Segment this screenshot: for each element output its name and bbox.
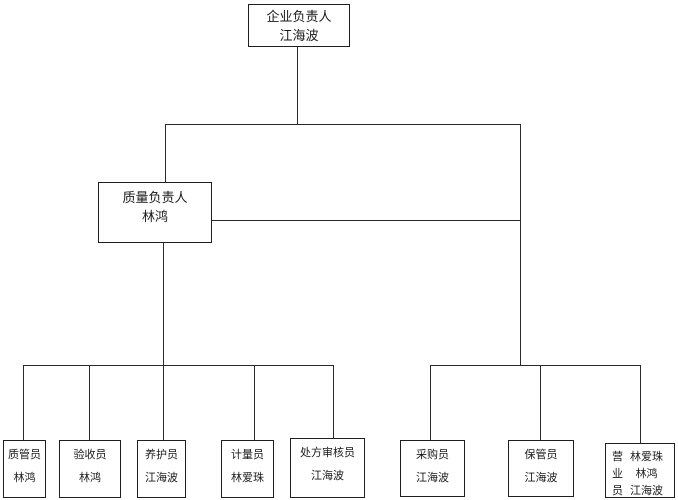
node-person: 江海波: [630, 484, 663, 497]
connector-drop-maintenance: [163, 365, 164, 440]
node-person: 林鸿: [635, 467, 658, 480]
connector-mid-hbar: [212, 220, 520, 221]
node-person: 林爱珠: [630, 450, 663, 463]
node-person: 林爱珠: [231, 472, 264, 484]
node-title: 质量负责人: [122, 190, 188, 205]
node-title: 计量员: [231, 449, 264, 461]
connector-drop-storekeeper: [540, 365, 541, 440]
node-storekeeper: 保管员 江海波: [508, 440, 574, 497]
connector-to-quality-manager: [165, 124, 166, 182]
node-measurement: 计量员 林爱珠: [221, 440, 274, 498]
node-person: 林鸿: [79, 472, 101, 484]
sales-row: 业 林鸿: [612, 464, 670, 481]
node-title-char: 营: [612, 450, 623, 463]
node-title: 保管员: [524, 449, 558, 461]
node-quality-admin: 质管员 林鸿: [3, 440, 46, 498]
connector-drop-quality-admin: [23, 365, 24, 440]
node-title: 养护员: [145, 449, 178, 461]
connector-drop-sales: [640, 365, 641, 443]
connector-right-stem: [520, 124, 521, 366]
node-title: 采购员: [416, 449, 449, 461]
node-title: 企业负责人: [266, 8, 332, 24]
node-title-char: 业: [612, 467, 623, 480]
node-prescription-review: 处方审核员 江海波: [290, 438, 365, 498]
node-person: 江海波: [416, 472, 449, 484]
connector-drop-prescription-review: [333, 365, 334, 438]
connector-drop-acceptance: [89, 365, 90, 440]
node-title: 验收员: [73, 449, 107, 461]
node-person: 江海波: [145, 472, 178, 484]
sales-row: 员 江海波: [612, 481, 670, 498]
connector-drop-purchasing: [430, 365, 431, 440]
node-person: 林鸿: [13, 472, 36, 484]
node-person: 林鸿: [141, 209, 168, 224]
connector-root-stem: [297, 47, 298, 124]
connector-quality-manager-stem: [163, 243, 164, 365]
node-purchasing: 采购员 江海波: [400, 440, 465, 497]
node-title: 处方审核员: [300, 447, 355, 459]
node-person: 江海波: [279, 27, 319, 43]
sales-row: 营 林爱珠: [612, 447, 670, 464]
node-quality-manager: 质量负责人 林鸿: [98, 182, 212, 243]
node-title: 质管员: [8, 449, 41, 461]
node-enterprise-head: 企业负责人 江海波: [248, 4, 350, 47]
node-person: 江海波: [311, 470, 344, 482]
connector-left-group-hbar: [23, 365, 334, 366]
connector-top-hbar: [165, 124, 521, 125]
node-maintenance: 养护员 江海波: [137, 440, 186, 498]
node-title-char: 员: [612, 484, 623, 497]
connector-right-group-hbar: [430, 365, 641, 366]
connector-drop-measurement: [254, 365, 255, 440]
node-person: 江海波: [524, 472, 558, 484]
node-sales: 营 林爱珠 业 林鸿 员 江海波: [605, 443, 675, 498]
node-acceptance: 验收员 林鸿: [59, 440, 121, 498]
